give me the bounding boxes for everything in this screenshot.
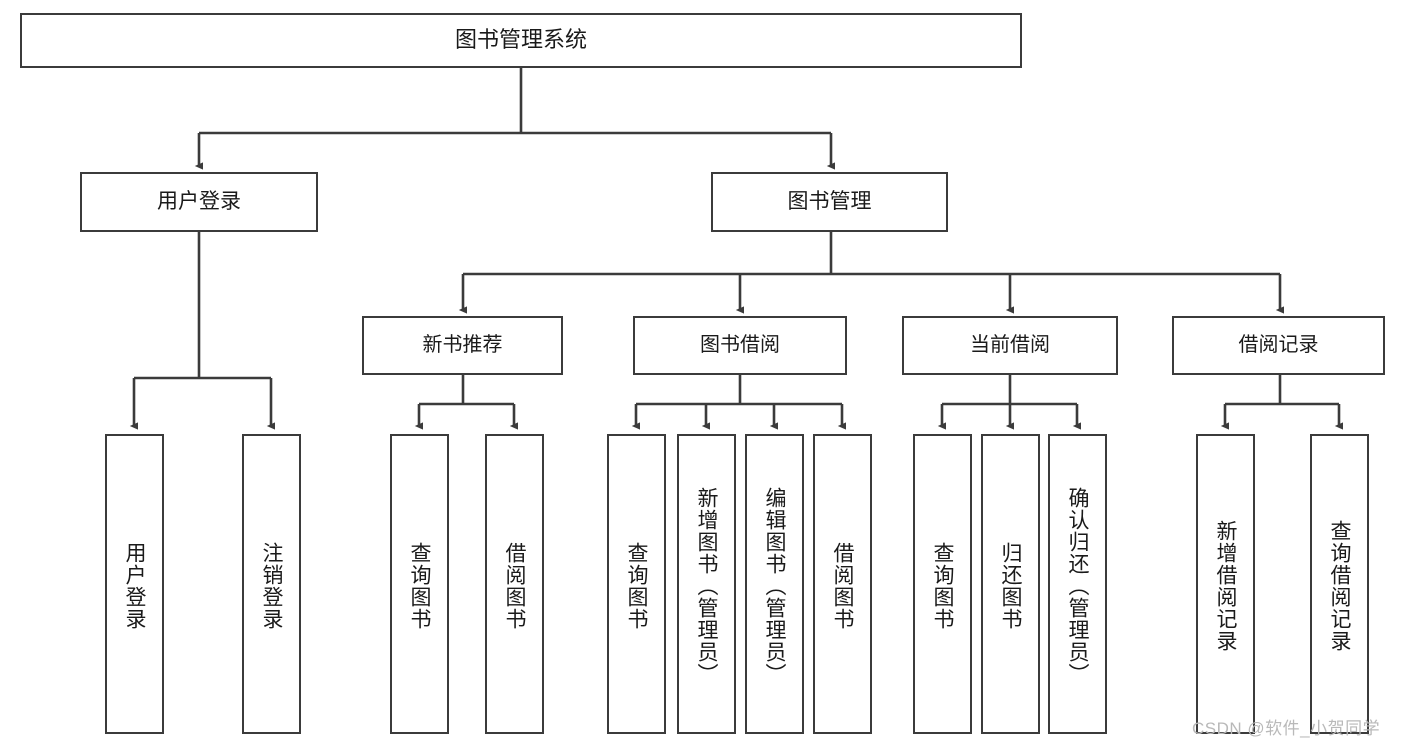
leaf-book-borrow-add[interactable]: 新增图书（管理员） bbox=[677, 434, 736, 734]
leaf-new-book-query-label: 查询图书 bbox=[408, 542, 431, 630]
leaf-book-borrow-edit[interactable]: 编辑图书（管理员） bbox=[745, 434, 804, 734]
node-book-borrow-label: 图书借阅 bbox=[700, 334, 780, 357]
leaf-book-borrow-query[interactable]: 查询图书 bbox=[607, 434, 666, 734]
leaf-book-borrow-borrow-label: 借阅图书 bbox=[831, 542, 854, 630]
leaf-user-login-login-label: 用户登录 bbox=[123, 542, 146, 630]
node-book-management[interactable]: 图书管理 bbox=[711, 172, 948, 232]
leaf-current-borrow-return[interactable]: 归还图书 bbox=[981, 434, 1040, 734]
leaf-borrow-record-add-label: 新增借阅记录 bbox=[1214, 520, 1237, 652]
leaf-book-borrow-edit-label: 编辑图书（管理员） bbox=[763, 487, 786, 685]
leaf-borrow-record-query-label: 查询借阅记录 bbox=[1328, 520, 1351, 652]
node-current-borrow[interactable]: 当前借阅 bbox=[902, 316, 1118, 375]
node-borrow-record-label: 借阅记录 bbox=[1238, 334, 1319, 357]
leaf-book-borrow-add-label: 新增图书（管理员） bbox=[695, 487, 718, 685]
node-new-book-recommend-label: 新书推荐 bbox=[422, 334, 503, 357]
leaf-user-login-logout[interactable]: 注销登录 bbox=[242, 434, 301, 734]
leaf-current-borrow-query[interactable]: 查询图书 bbox=[913, 434, 972, 734]
node-book-borrow[interactable]: 图书借阅 bbox=[633, 316, 847, 375]
leaf-borrow-record-add[interactable]: 新增借阅记录 bbox=[1196, 434, 1255, 734]
leaf-current-borrow-confirm-return-label: 确认归还（管理员） bbox=[1066, 487, 1089, 685]
node-current-borrow-label: 当前借阅 bbox=[970, 334, 1050, 357]
leaf-new-book-borrow[interactable]: 借阅图书 bbox=[485, 434, 544, 734]
leaf-book-borrow-borrow[interactable]: 借阅图书 bbox=[813, 434, 872, 734]
leaf-user-login-logout-label: 注销登录 bbox=[260, 542, 283, 630]
leaf-new-book-borrow-label: 借阅图书 bbox=[503, 542, 526, 630]
leaf-new-book-query[interactable]: 查询图书 bbox=[390, 434, 449, 734]
node-root-label: 图书管理系统 bbox=[454, 27, 587, 53]
leaf-book-borrow-query-label: 查询图书 bbox=[625, 542, 648, 630]
node-root-system[interactable]: 图书管理系统 bbox=[20, 13, 1022, 68]
node-user-login-label: 用户登录 bbox=[157, 190, 241, 214]
node-borrow-record[interactable]: 借阅记录 bbox=[1172, 316, 1385, 375]
node-user-login[interactable]: 用户登录 bbox=[80, 172, 318, 232]
node-book-management-label: 图书管理 bbox=[787, 190, 872, 214]
leaf-borrow-record-query[interactable]: 查询借阅记录 bbox=[1310, 434, 1369, 734]
leaf-current-borrow-return-label: 归还图书 bbox=[999, 542, 1022, 630]
leaf-current-borrow-query-label: 查询图书 bbox=[931, 542, 954, 630]
leaf-user-login-login[interactable]: 用户登录 bbox=[105, 434, 164, 734]
node-new-book-recommend[interactable]: 新书推荐 bbox=[362, 316, 563, 375]
leaf-current-borrow-confirm-return[interactable]: 确认归还（管理员） bbox=[1048, 434, 1107, 734]
